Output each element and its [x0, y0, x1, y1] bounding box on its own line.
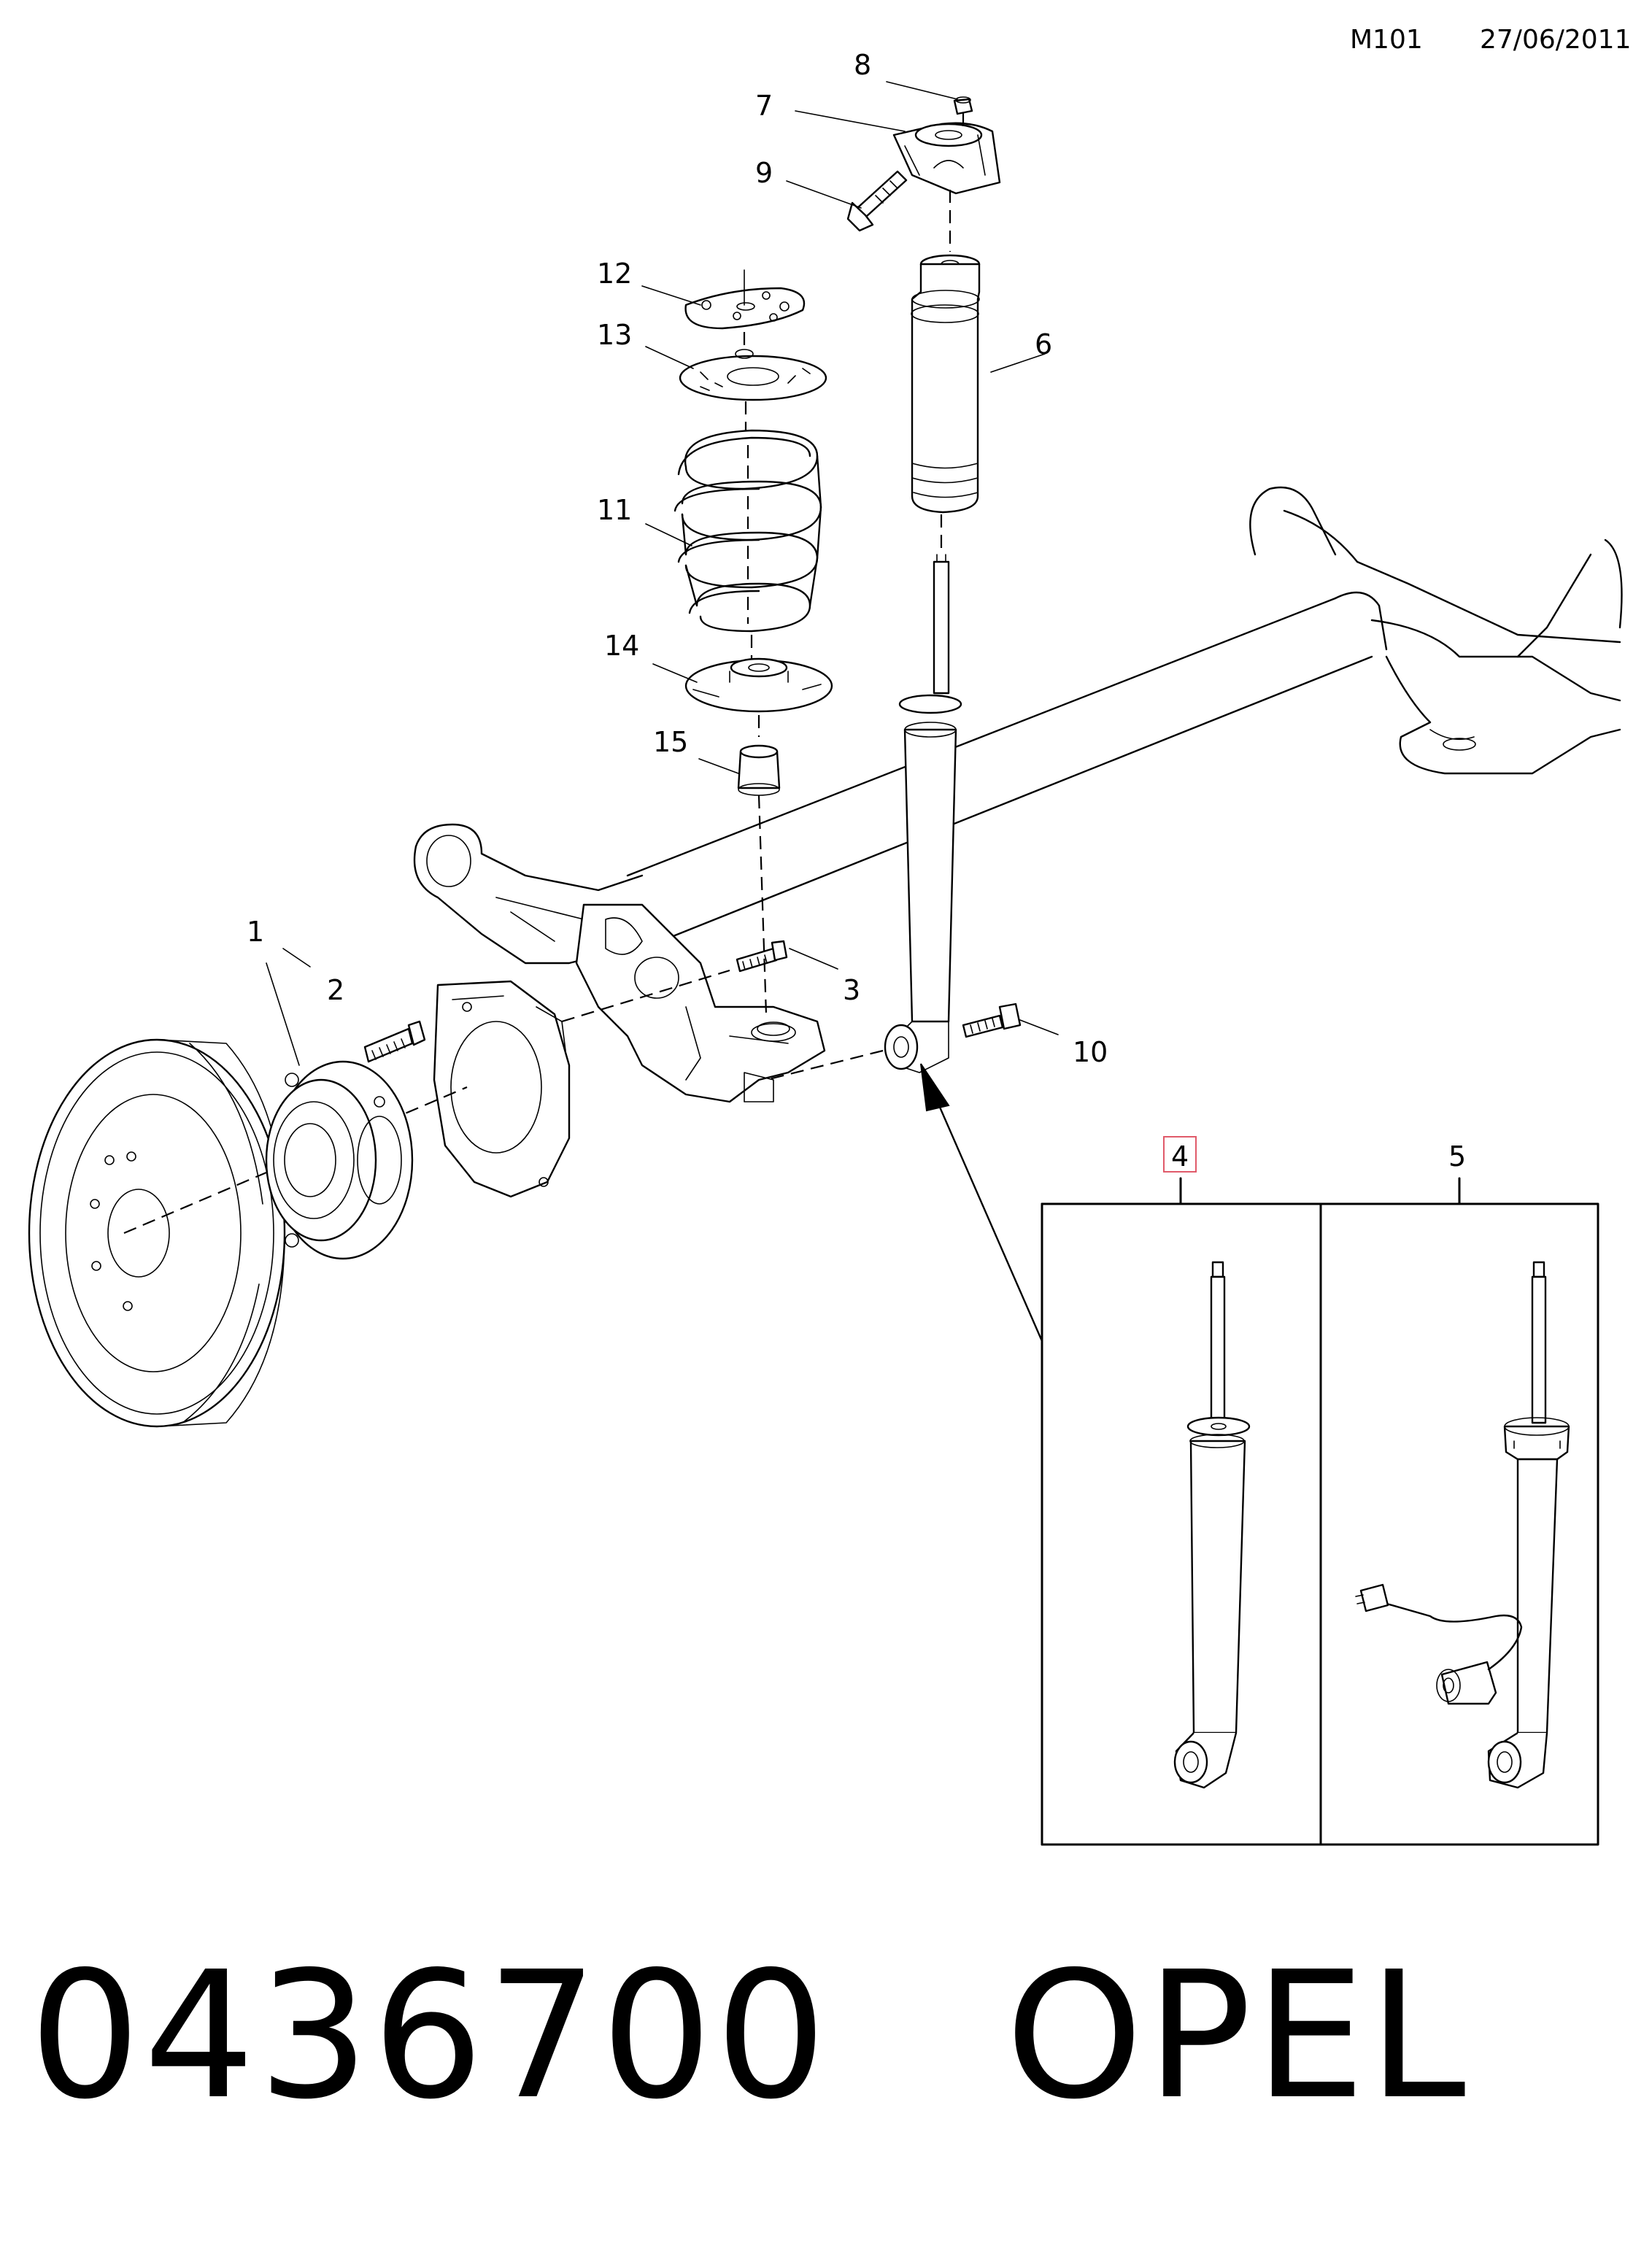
shock-top-mount — [846, 96, 1001, 232]
dust-boot-bump-stop — [911, 254, 981, 514]
callout-10: 10 — [1073, 1036, 1108, 1068]
detail-panel — [1041, 1136, 1599, 1846]
wheel-hub-bearing — [265, 1060, 414, 1260]
callout-1: 1 — [247, 916, 264, 948]
shock-absorber-standard — [1173, 1261, 1251, 1789]
callout-8: 8 — [854, 49, 871, 81]
callout-15: 15 — [653, 726, 688, 758]
diagram-code: M101 — [1350, 25, 1423, 55]
steering-knuckle — [575, 903, 826, 1103]
shock-lower-bolt — [962, 1003, 1022, 1038]
spring-upper-insulator — [684, 269, 806, 330]
rear-axle-beam — [413, 486, 1623, 965]
detail-arrow — [920, 1063, 1043, 1343]
brake-disc — [28, 1038, 468, 1428]
callout-9: 9 — [755, 157, 773, 189]
spring-bumper — [737, 744, 781, 796]
callout-2: 2 — [327, 974, 344, 1006]
leader-lines — [266, 81, 1059, 1066]
callout-7: 7 — [755, 90, 773, 122]
spring-upper-seat — [679, 349, 827, 401]
knuckle-bolt — [736, 940, 788, 973]
callout-4: 4 — [1171, 1140, 1189, 1173]
coil-spring — [673, 429, 822, 633]
callout-3: 3 — [843, 974, 860, 1006]
diagram-date: 27/06/2011 — [1480, 25, 1632, 55]
shock-absorber-electronic — [1355, 1261, 1570, 1789]
callout-6: 6 — [1035, 328, 1052, 360]
highlight-box — [1163, 1136, 1197, 1173]
callout-12: 12 — [597, 258, 632, 290]
shock-absorber — [884, 554, 962, 1073]
part-number-title: 0436700 OPEL — [29, 1948, 1469, 2123]
callout-5: 5 — [1448, 1140, 1466, 1173]
callout-numbers: 1 2 3 4 5 6 7 8 9 10 11 12 13 14 15 — [247, 49, 1466, 1173]
brake-backing-plate — [433, 980, 571, 1198]
callout-13: 13 — [597, 319, 632, 351]
spring-lower-insulator — [684, 657, 833, 713]
callout-14: 14 — [604, 630, 639, 662]
part-number: 0436700 — [29, 1934, 830, 2138]
brand-name: OPEL — [1005, 1934, 1469, 2138]
hub-bolt — [363, 1020, 426, 1063]
callout-11: 11 — [597, 494, 632, 526]
